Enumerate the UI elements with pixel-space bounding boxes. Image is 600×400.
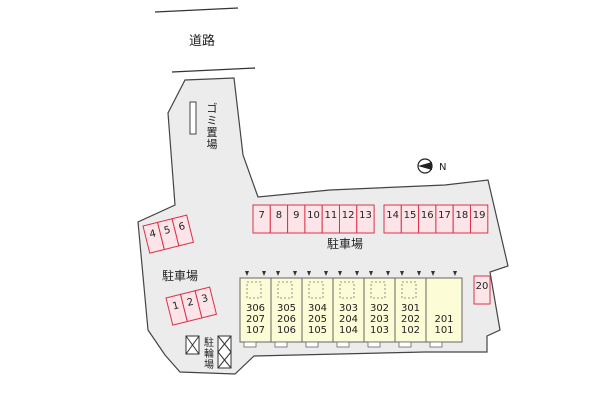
unit-number: 105 <box>308 325 327 336</box>
apartment-building: 3062071073052061063042051053032041043022… <box>239 271 463 348</box>
road-label: 道路 <box>189 33 215 49</box>
garbage-bin-box <box>189 101 197 135</box>
parking-space-number: 6 <box>178 221 187 233</box>
stair-outline <box>277 281 293 299</box>
compass-label: N <box>439 162 446 173</box>
road-edge-north <box>154 7 239 13</box>
parking-space-number: 13 <box>359 210 372 221</box>
entrance-marker-icon <box>262 271 266 276</box>
parking-space-number: 17 <box>438 210 451 221</box>
parking-space-number: 3 <box>201 293 210 305</box>
balcony-box <box>305 341 319 348</box>
parking-space-number: 1 <box>171 300 180 312</box>
parking-space-number: 15 <box>404 210 417 221</box>
entrance-marker-icon <box>400 271 404 276</box>
stair-outline <box>370 281 386 299</box>
unit-number: 302 <box>370 303 389 314</box>
garbage-label: ゴミ置場 <box>207 101 218 151</box>
building-unit <box>363 277 396 343</box>
building-unit <box>425 277 463 343</box>
parking-row-top-east: 14 15 16 17 18 19 <box>383 204 489 234</box>
entrance-marker-icon <box>386 271 390 276</box>
parking-east: 20 <box>473 275 491 305</box>
parking-space-number: 18 <box>455 210 468 221</box>
parking-label-main: 駐車場 <box>327 236 363 251</box>
balcony-box <box>336 341 350 348</box>
parking-space-number: 16 <box>421 210 434 221</box>
unit-number: 305 <box>277 303 296 314</box>
bicycle-parking <box>185 335 232 369</box>
unit-number: 202 <box>401 314 420 325</box>
unit-number: 204 <box>339 314 358 325</box>
unit-number: 106 <box>277 325 296 336</box>
building-unit <box>301 277 334 343</box>
balcony-box <box>429 341 443 348</box>
road-edge-south <box>171 67 256 73</box>
unit-number: 304 <box>308 303 327 314</box>
parking-space-number: 4 <box>148 228 157 240</box>
unit-number: 301 <box>401 303 420 314</box>
bicycle-label: 駐輪場 <box>204 336 214 371</box>
parking-space-number: 2 <box>186 297 195 309</box>
compass: N <box>417 158 446 174</box>
entrance-marker-icon <box>369 271 373 276</box>
entrance-marker-icon <box>293 271 297 276</box>
unit-number: 103 <box>370 325 389 336</box>
bicycle-box-right <box>217 335 232 369</box>
entrance-marker-icon <box>431 271 435 276</box>
compass-needle-icon <box>418 162 432 170</box>
parking-space <box>470 204 489 234</box>
parking-space-number: 19 <box>473 210 486 221</box>
parking-space <box>356 204 375 234</box>
unit-number: 104 <box>339 325 358 336</box>
stair-outline <box>246 281 262 299</box>
parking-space-number: 7 <box>258 210 264 221</box>
entrance-marker-icon <box>338 271 342 276</box>
parking-space-number: 8 <box>276 210 282 221</box>
parking-space <box>171 214 195 247</box>
parking-space-number: 10 <box>307 210 320 221</box>
parking-space-number: 14 <box>386 210 399 221</box>
parking-space <box>194 286 218 319</box>
stair-outline <box>401 281 417 299</box>
entrance-marker-icon <box>307 271 311 276</box>
parking-label-west: 駐車場 <box>162 268 198 283</box>
unit-number: 203 <box>370 314 389 325</box>
parking-space-number: 20 <box>476 281 489 292</box>
entrance-marker-icon <box>417 271 421 276</box>
parking-space-number: 5 <box>163 225 172 237</box>
unit-number: 107 <box>246 325 265 336</box>
stair-outline <box>308 281 324 299</box>
unit-number: 306 <box>246 303 265 314</box>
entrance-marker-icon <box>355 271 359 276</box>
parking-space-number: 9 <box>293 210 299 221</box>
parking-space-number: 11 <box>324 210 337 221</box>
entrance-marker-icon <box>276 271 280 276</box>
building-unit <box>332 277 365 343</box>
unit-number: 101 <box>434 325 453 336</box>
unit-number: 206 <box>277 314 296 325</box>
balcony-box <box>398 341 412 348</box>
entrance-marker-icon <box>324 271 328 276</box>
balcony-box <box>274 341 288 348</box>
balcony-box <box>367 341 381 348</box>
balcony-box <box>243 341 257 348</box>
entrance-marker-icon <box>453 271 457 276</box>
unit-number: 207 <box>246 314 265 325</box>
unit-number: 205 <box>308 314 327 325</box>
unit-number: 303 <box>339 303 358 314</box>
entrance-marker-icon <box>245 271 249 276</box>
stair-outline <box>339 281 355 299</box>
parking-space-number: 12 <box>342 210 355 221</box>
unit-number: 102 <box>401 325 420 336</box>
parking-space <box>473 275 491 305</box>
unit-number: 201 <box>434 314 453 325</box>
